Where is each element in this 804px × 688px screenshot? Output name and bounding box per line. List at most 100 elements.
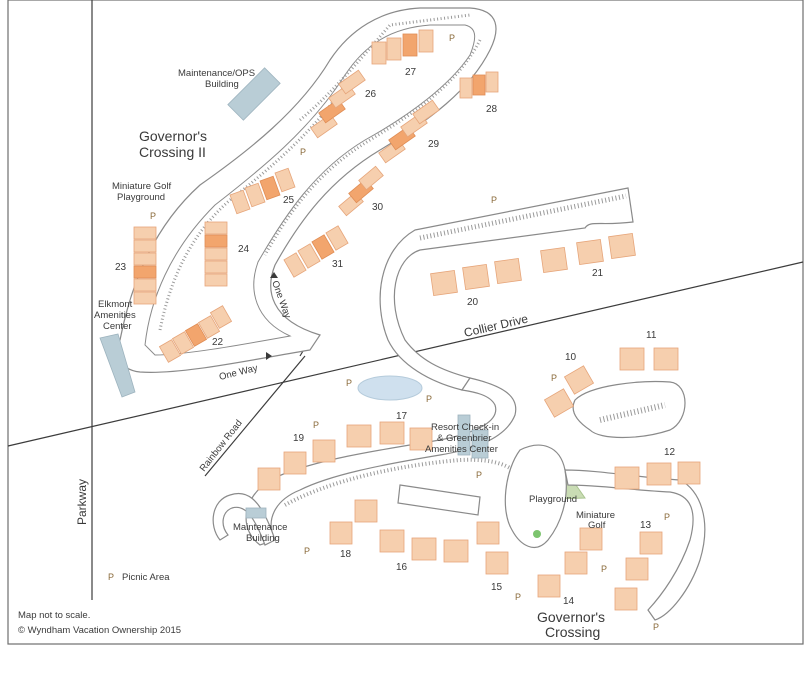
building-24: 24 — [204, 221, 250, 287]
building-18-label: 18 — [340, 549, 352, 560]
gc-parking-main — [284, 457, 530, 507]
picnic-marker: P — [653, 622, 659, 632]
picnic-marker: P — [515, 592, 521, 602]
gc2-parking-north — [299, 13, 471, 122]
building-21: 21 — [540, 232, 636, 279]
building-22-label: 22 — [212, 337, 224, 348]
building-20: 20 — [430, 257, 522, 308]
picnic-marker: P — [551, 373, 557, 383]
pond — [357, 375, 423, 401]
parkway-label: Parkway — [75, 479, 89, 525]
building-15-label: 15 — [491, 582, 503, 593]
gc-loop-road — [572, 381, 686, 439]
building-21-label: 21 — [592, 268, 604, 279]
building-30-label: 30 — [372, 202, 384, 213]
one-way-arrow-right-icon — [266, 352, 272, 360]
building-23: 23 — [115, 226, 157, 305]
building-28-label: 28 — [486, 104, 498, 115]
building-14: 14 — [537, 527, 603, 607]
gc-roundabout — [504, 444, 567, 548]
legend-symbol: P — [108, 572, 114, 582]
maintenance-building — [245, 507, 267, 519]
maint-ops-label-1: Maintenance/OPS — [178, 68, 255, 79]
footer-note: Map not to scale. — [18, 610, 90, 621]
legend-label: Picnic Area — [122, 572, 170, 583]
elkmont-label-2: Amenities — [94, 310, 136, 321]
building-10-label: 10 — [565, 352, 577, 363]
building-19: 19 — [257, 433, 336, 491]
picnic-marker: P — [664, 512, 670, 522]
checkin-label-1: Resort Check-in — [431, 422, 499, 433]
building-16: 16 — [379, 529, 469, 573]
checkin-label-3: Amenities Center — [425, 444, 498, 455]
building-13-label: 13 — [640, 520, 652, 531]
building-31-label: 31 — [332, 259, 344, 270]
building-13: 13 — [614, 520, 663, 611]
building-17: 17 — [346, 411, 433, 451]
building-27: 27 — [371, 29, 434, 78]
gc-title-line1: Governor's — [537, 609, 605, 625]
gc-roads — [212, 377, 706, 621]
picnic-marker: P — [449, 33, 455, 43]
mini-golf-label-2: Playground — [117, 192, 165, 203]
building-18: 18 — [329, 499, 378, 560]
building-29: 29 — [378, 99, 440, 164]
elkmont-label-1: Elkmont — [98, 299, 133, 310]
picnic-marker: P — [601, 564, 607, 574]
building-15: 15 — [476, 521, 509, 593]
checkin-building — [457, 414, 471, 456]
maint-label-2: Building — [246, 533, 280, 544]
building-28: 28 — [459, 71, 499, 115]
building-29-label: 29 — [428, 139, 440, 150]
picnic-markers: P P P P P P P P P P P P P P — [150, 33, 670, 632]
mini-golf2-label-2: Golf — [588, 520, 606, 531]
elkmont-label-3: Center — [103, 321, 132, 332]
gc-title-line2: Crossing — [545, 624, 600, 640]
checkin-building-b — [471, 429, 489, 459]
gc2-parking-west — [158, 77, 352, 331]
picnic-marker: P — [491, 195, 497, 205]
gc-loop-parking — [599, 402, 666, 423]
building-25-label: 25 — [283, 195, 295, 206]
building-24-label: 24 — [238, 244, 250, 255]
building-12: 12 — [614, 447, 701, 490]
building-23-label: 23 — [115, 262, 127, 273]
collier-parking — [379, 187, 634, 391]
picnic-marker: P — [313, 420, 319, 430]
building-11: 11 — [619, 330, 679, 371]
maintenance-ops-building — [227, 67, 281, 121]
one-way-arrow-up-icon — [270, 272, 278, 278]
building-20-label: 20 — [467, 297, 479, 308]
buildings: 27 28 26 29 25 — [115, 29, 701, 611]
maint-label-1: Maintenance — [233, 522, 287, 533]
picnic-marker: P — [346, 378, 352, 388]
elkmont-amenities-building — [99, 333, 136, 398]
collier-parking-road — [379, 187, 634, 391]
collier-parking-stalls — [419, 193, 627, 241]
gc-parking-lot-16 — [397, 484, 481, 516]
gc2-title-line1: Governor's — [139, 128, 207, 144]
picnic-marker: P — [304, 546, 310, 556]
building-27-label: 27 — [405, 67, 417, 78]
gc2-parking-east — [263, 39, 482, 256]
mini-golf-label-1: Miniature Golf — [112, 181, 171, 192]
building-25: 25 — [229, 167, 296, 215]
building-19-label: 19 — [293, 433, 305, 444]
playground-label: Playground — [529, 494, 577, 505]
building-11-label: 11 — [646, 330, 657, 341]
building-12-label: 12 — [664, 447, 676, 458]
building-14-label: 14 — [563, 596, 575, 607]
building-26-label: 26 — [365, 89, 377, 100]
building-30: 30 — [338, 165, 384, 217]
roundabout-center — [533, 530, 541, 538]
footer-copyright: © Wyndham Vacation Ownership 2015 — [18, 625, 181, 636]
building-16-label: 16 — [396, 562, 408, 573]
gc2-title-line2: Crossing II — [139, 144, 206, 160]
building-17-label: 17 — [396, 411, 408, 422]
building-26: 26 — [310, 69, 377, 139]
picnic-marker: P — [426, 394, 432, 404]
maint-ops-label-2: Building — [205, 79, 239, 90]
checkin-label-2: & Greenbrier — [437, 433, 491, 444]
building-22: 22 — [158, 305, 233, 363]
